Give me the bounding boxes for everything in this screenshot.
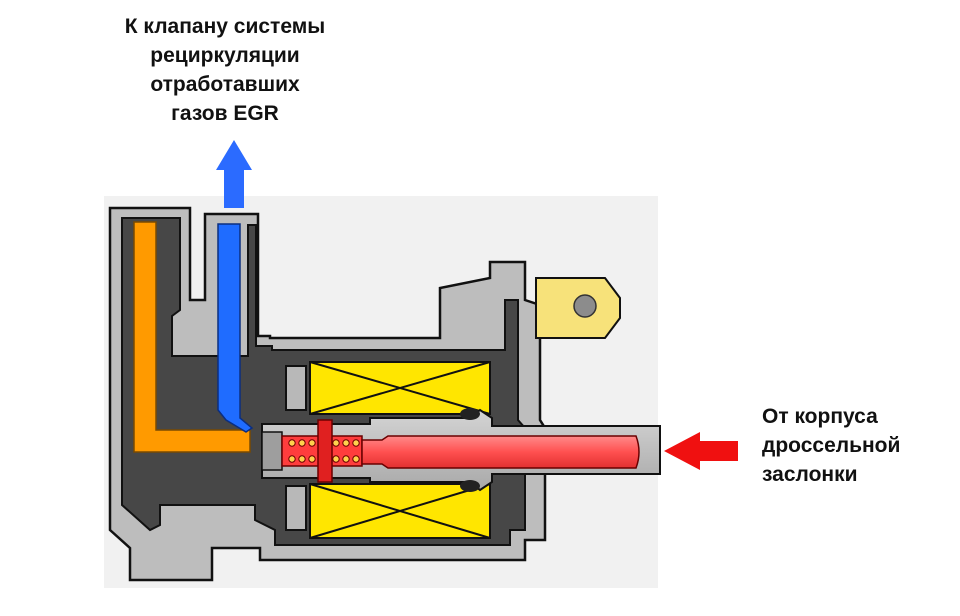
coil-top-cross-b	[309, 361, 491, 415]
coil-bottom-cross-b	[309, 483, 491, 539]
throttle-body-label: От корпуса дроссельной заслонки	[762, 402, 952, 489]
coil-bottom-bobbin-left	[285, 485, 307, 531]
valve-head	[261, 431, 283, 471]
spring-retainer	[317, 419, 333, 483]
throttle-label-line-1: От корпуса	[762, 405, 878, 428]
arrow-left-icon	[664, 432, 738, 470]
arrow-up-icon	[216, 140, 252, 208]
blue-channel	[217, 223, 254, 433]
egr-label-line-2: рециркуляции	[150, 44, 300, 67]
terminal-pin	[573, 294, 597, 318]
o-ring-bottom	[460, 480, 480, 492]
egr-label-line-1: К клапану системы	[124, 15, 326, 38]
egr-valve-label: К клапану системы рециркуляции отработав…	[100, 12, 350, 128]
red-rod	[361, 435, 640, 469]
coil-top-bobbin-left	[285, 365, 307, 411]
spring-coils	[288, 439, 360, 463]
throttle-label-line-2: дроссельной	[762, 434, 901, 457]
throttle-label-line-3: заслонки	[762, 463, 858, 486]
egr-label-line-3: отработавших	[150, 73, 300, 96]
egr-label-line-4: газов EGR	[171, 102, 279, 125]
o-ring-top	[460, 408, 480, 420]
